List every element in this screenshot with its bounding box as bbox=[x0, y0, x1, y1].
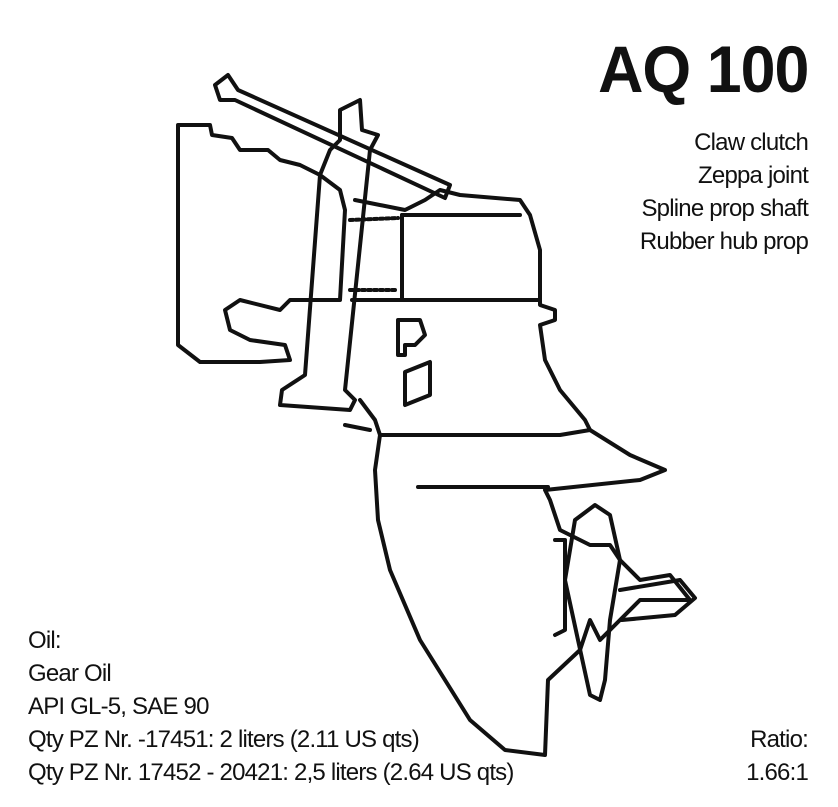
gear-ratio: Ratio: 1.66:1 bbox=[746, 723, 809, 789]
feature-item: Claw clutch bbox=[694, 129, 809, 156]
oil-specs: Oil: Gear Oil API GL-5, SAE 90 Qty PZ Nr… bbox=[28, 624, 514, 789]
oil-type: Gear Oil bbox=[28, 660, 112, 687]
feature-item: Zeppa joint bbox=[698, 162, 809, 189]
oil-spec: API GL-5, SAE 90 bbox=[28, 693, 209, 720]
oil-qty-1: Qty PZ Nr. -17451: 2 liters (2.11 US qts… bbox=[28, 726, 420, 753]
feature-item: Spline prop shaft bbox=[641, 195, 808, 222]
feature-item: Rubber hub prop bbox=[639, 228, 809, 255]
ratio-label: Ratio: bbox=[750, 726, 809, 753]
model-title: AQ 100 bbox=[597, 32, 809, 106]
ratio-value: 1.66:1 bbox=[746, 759, 809, 786]
feature-list: Claw clutch Zeppa joint Spline prop shaf… bbox=[639, 126, 809, 258]
oil-qty-2: Qty PZ Nr. 17452 - 20421: 2,5 liters (2.… bbox=[28, 759, 514, 786]
oil-label: Oil: bbox=[28, 627, 62, 654]
